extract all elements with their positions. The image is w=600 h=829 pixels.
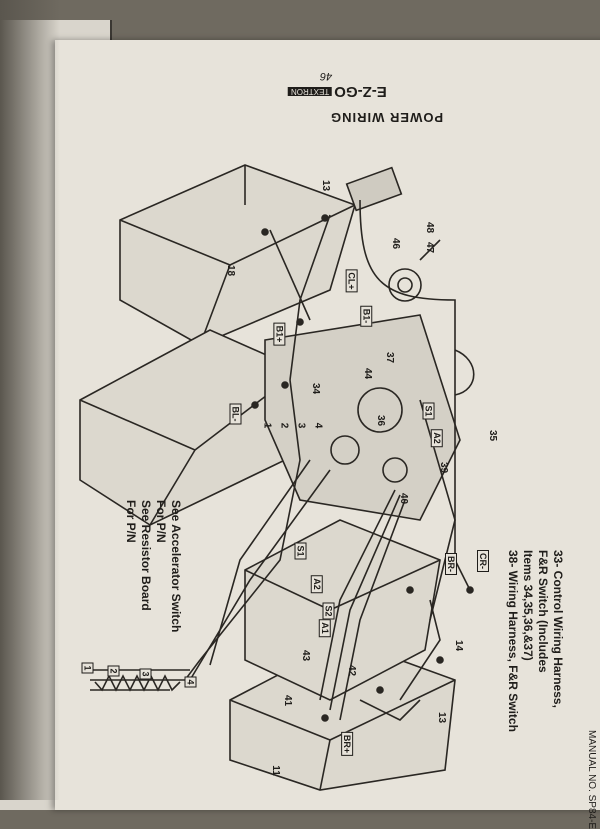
tag-a2-lower: A2 [310, 575, 323, 593]
legend-line: 33- Control Wiring Harness, [551, 550, 565, 708]
brand-logo: E-Z-GOTEXTRON [288, 82, 387, 100]
tag-s2: S2 [322, 602, 335, 620]
legend-line: 38- Wiring Harness, F&R Switch [506, 550, 520, 732]
callout-11: 11 [269, 765, 281, 776]
legend-line: F&R Switch (Includes [536, 550, 550, 673]
tag-bl-minus: BL- [229, 403, 242, 425]
callout-3: 3 [295, 422, 307, 429]
tag-s1: S1 [422, 402, 435, 420]
reference-line: For P/N [124, 500, 138, 543]
callout-39: 39 [438, 461, 450, 474]
callout-40: 40 [398, 492, 410, 505]
callout-14: 14 [453, 639, 465, 652]
reference-line: For P/N [154, 500, 168, 543]
callout-34: 34 [310, 382, 322, 395]
tag-a2: A2 [430, 429, 443, 447]
tag-a1: A1 [318, 619, 331, 637]
legend-line: Items 34,35,36,&37) [521, 550, 535, 661]
tag-cl-plus: CL+ [345, 269, 358, 293]
tag-board-3: 3 [139, 668, 152, 680]
brand-name: E-Z-GO [334, 83, 387, 100]
wiring-diagram [79, 164, 475, 791]
tag-b1-minus: B1- [360, 305, 373, 327]
connector-block [345, 166, 403, 212]
tag-board-4: 4 [184, 676, 197, 688]
callout-4: 4 [312, 422, 324, 429]
tag-br-minus: BR- [445, 553, 457, 575]
reference-line: See Resistor Board [139, 500, 153, 611]
relay-panel [264, 314, 461, 521]
callout-42: 42 [346, 664, 358, 677]
manual-number: MANUAL NO. SP84-E [586, 730, 597, 829]
callout-43: 43 [300, 649, 312, 662]
tag-b1-plus: B1+ [273, 322, 286, 346]
battery-18 [119, 164, 356, 346]
callout-2: 2 [278, 422, 290, 429]
page-title: POWER WIRING [330, 110, 444, 125]
callout-13: 13 [320, 179, 332, 192]
callout-13b: 13 [436, 711, 448, 724]
callout-37: 37 [384, 351, 396, 364]
tag-cr-minus: CR- [477, 550, 489, 572]
tag-s1-lower: S1 [294, 542, 307, 560]
tag-board-2: 2 [107, 665, 120, 677]
callout-46: 46 [390, 237, 402, 250]
callout-44: 44 [362, 367, 374, 380]
callout-1: 1 [261, 422, 273, 429]
callout-48: 48 [424, 221, 436, 234]
callout-18: 18 [225, 264, 237, 277]
callout-36: 36 [375, 414, 387, 427]
legend-block: 33- Control Wiring Harness, F&R Switch (… [505, 550, 565, 732]
brand-sub: TEXTRON [288, 86, 333, 96]
tag-br-plus: BR+ [341, 731, 354, 757]
reference-line: See Accelerator Switch [169, 500, 183, 633]
key-switch [388, 239, 441, 302]
tag-board-1: 1 [81, 662, 94, 674]
callout-41: 41 [282, 694, 294, 707]
callout-35: 35 [487, 429, 499, 442]
battery-center [244, 519, 441, 701]
reference-block: See Accelerator Switch For P/N See Resis… [123, 500, 183, 632]
callout-47: 47 [424, 241, 436, 254]
page-number: 46 [320, 70, 333, 82]
